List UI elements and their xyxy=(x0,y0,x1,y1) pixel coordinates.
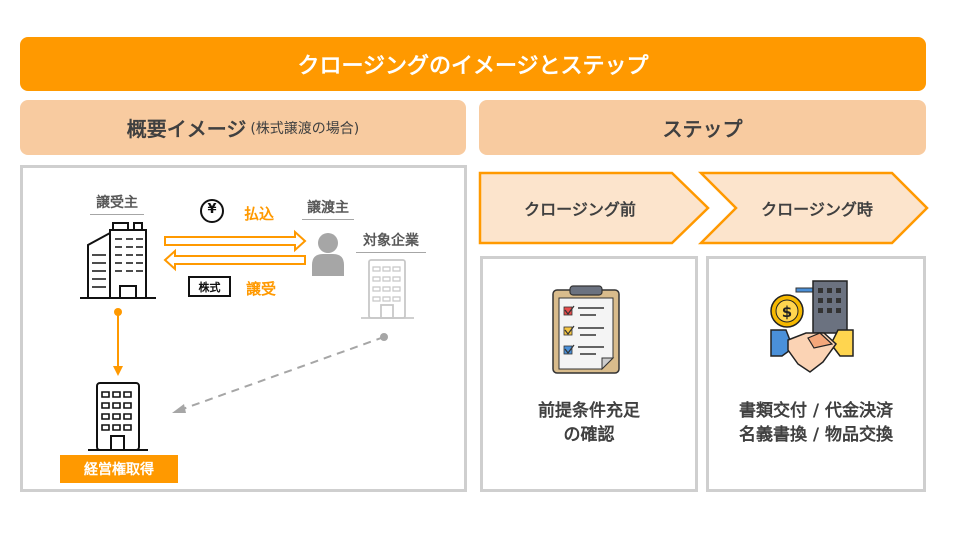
target-company-building-icon xyxy=(361,259,414,319)
buyer-building-icon xyxy=(80,222,156,299)
steps-header: ステップ xyxy=(479,100,926,155)
step-card-before-text: 前提条件充足 の確認 xyxy=(480,399,698,447)
yen-symbol: ¥ xyxy=(207,202,217,217)
clipboard-checklist-icon xyxy=(552,285,620,374)
overview-panel xyxy=(20,165,467,492)
buyer-label: 譲受主 xyxy=(90,192,144,215)
seller-person-icon xyxy=(312,233,344,276)
acquisition-arrow xyxy=(113,308,123,376)
control-transfer-dashed-arrow xyxy=(172,333,388,413)
card-at-line1: 書類交付 / 代金決済 xyxy=(738,401,894,421)
transfer-label: 譲受 xyxy=(246,280,277,298)
svg-text:$: $ xyxy=(782,303,792,321)
handshake-deal-icon: $ xyxy=(770,280,854,373)
card-before-line2: の確認 xyxy=(563,425,615,445)
acquired-company-building-icon xyxy=(88,382,148,451)
management-control-badge: 経営権取得 xyxy=(60,455,178,483)
step-chevron-at xyxy=(697,171,929,245)
step-label-before: クロージング前 xyxy=(524,200,636,219)
transfer-arrow xyxy=(163,248,306,272)
card-before-line1: 前提条件充足 xyxy=(538,401,640,421)
card-at-line2: 名義書換 / 物品交換 xyxy=(738,425,894,445)
steps-heading: ステップ xyxy=(662,117,743,141)
overview-heading: 概要イメージ xyxy=(126,117,247,141)
payment-arrow xyxy=(164,229,307,253)
page-title: クロージングのイメージとステップ xyxy=(20,37,926,91)
target-company-label: 対象企業 xyxy=(356,230,426,253)
step-chevron-before xyxy=(478,171,710,245)
step-label-at: クロージング時 xyxy=(761,200,873,219)
overview-heading-note: (株式譲渡の場合) xyxy=(250,120,360,137)
shares-tag: 株式 xyxy=(188,276,231,297)
seller-label: 譲渡主 xyxy=(302,197,354,220)
overview-header: 概要イメージ (株式譲渡の場合) xyxy=(20,100,466,155)
step-card-at-text: 書類交付 / 代金決済 名義書換 / 物品交換 xyxy=(706,399,926,447)
payment-label: 払込 xyxy=(244,205,275,223)
yen-coin-icon xyxy=(200,199,224,223)
